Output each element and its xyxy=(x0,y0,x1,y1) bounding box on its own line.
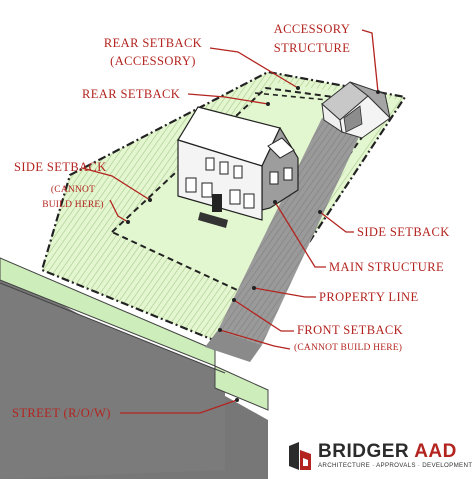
logo-name-accent: AAD xyxy=(414,441,457,462)
label-front-setback: FRONT SETBACK xyxy=(297,323,404,337)
bridger-aad-logo: BRIDGER AAD ARCHITECTURE · APPROVALS · D… xyxy=(287,440,472,472)
street-row xyxy=(0,257,269,479)
main-structure xyxy=(177,106,299,228)
leader-street xyxy=(120,399,238,414)
label-rear-setback-accessory: REAR SETBACK (ACCESSORY) xyxy=(96,36,210,68)
property-line xyxy=(40,70,407,352)
label-rear-setback-accessory-line1: REAR SETBACK xyxy=(103,36,203,50)
label-accessory-structure: ACCESSORY STRUCTURE xyxy=(262,22,362,55)
label-cannot-build-left: (CANNOT BUILD HERE) xyxy=(34,185,112,211)
logo-tagline: ARCHITECTURE · APPROVALS · DEVELOPMENT xyxy=(318,462,473,469)
leader-dots xyxy=(126,86,380,402)
label-rear-setback-accessory-line2: (ACCESSORY) xyxy=(110,54,196,68)
label-side-setback-left: SIDE SETBACK xyxy=(14,160,107,174)
leader-side-setback-left xyxy=(81,167,151,201)
leader-lines xyxy=(81,29,379,414)
logo-name-main: BRIDGER xyxy=(318,441,415,462)
label-cannot-build-left-line2: BUILD HERE) xyxy=(42,200,104,210)
label-accessory-structure-line1: ACCESSORY xyxy=(273,22,351,36)
leader-cannot-build-front xyxy=(219,329,291,350)
label-main-structure: MAIN STRUCTURE xyxy=(329,260,444,274)
rear-setback-accessory-line xyxy=(254,92,329,101)
label-cannot-build-left-line1: (CANNOT xyxy=(50,185,96,195)
leader-accessory-structure xyxy=(361,29,379,93)
label-cannot-build-front: (CANNOT BUILD HERE) xyxy=(294,343,403,353)
label-property-line: PROPERTY LINE xyxy=(319,290,419,304)
logo-mark-icon xyxy=(289,442,311,470)
leader-front-setback xyxy=(233,299,294,332)
label-rear-setback: REAR SETBACK xyxy=(82,87,181,101)
leader-side-setback-right xyxy=(319,211,354,233)
label-accessory-structure-line2: STRUCTURE xyxy=(273,41,351,55)
leader-cannot-build-left xyxy=(109,199,129,223)
leader-rear-setback-accessory xyxy=(209,47,299,89)
label-side-setback-right: SIDE SETBACK xyxy=(357,225,450,239)
leader-main-structure xyxy=(274,201,326,268)
accessory-structure xyxy=(321,81,391,139)
leader-rear-setback xyxy=(187,93,269,105)
leader-property-line xyxy=(253,287,316,298)
logo-name: BRIDGER AAD xyxy=(318,441,457,463)
label-street: STREET (R/O/W) xyxy=(12,406,111,420)
